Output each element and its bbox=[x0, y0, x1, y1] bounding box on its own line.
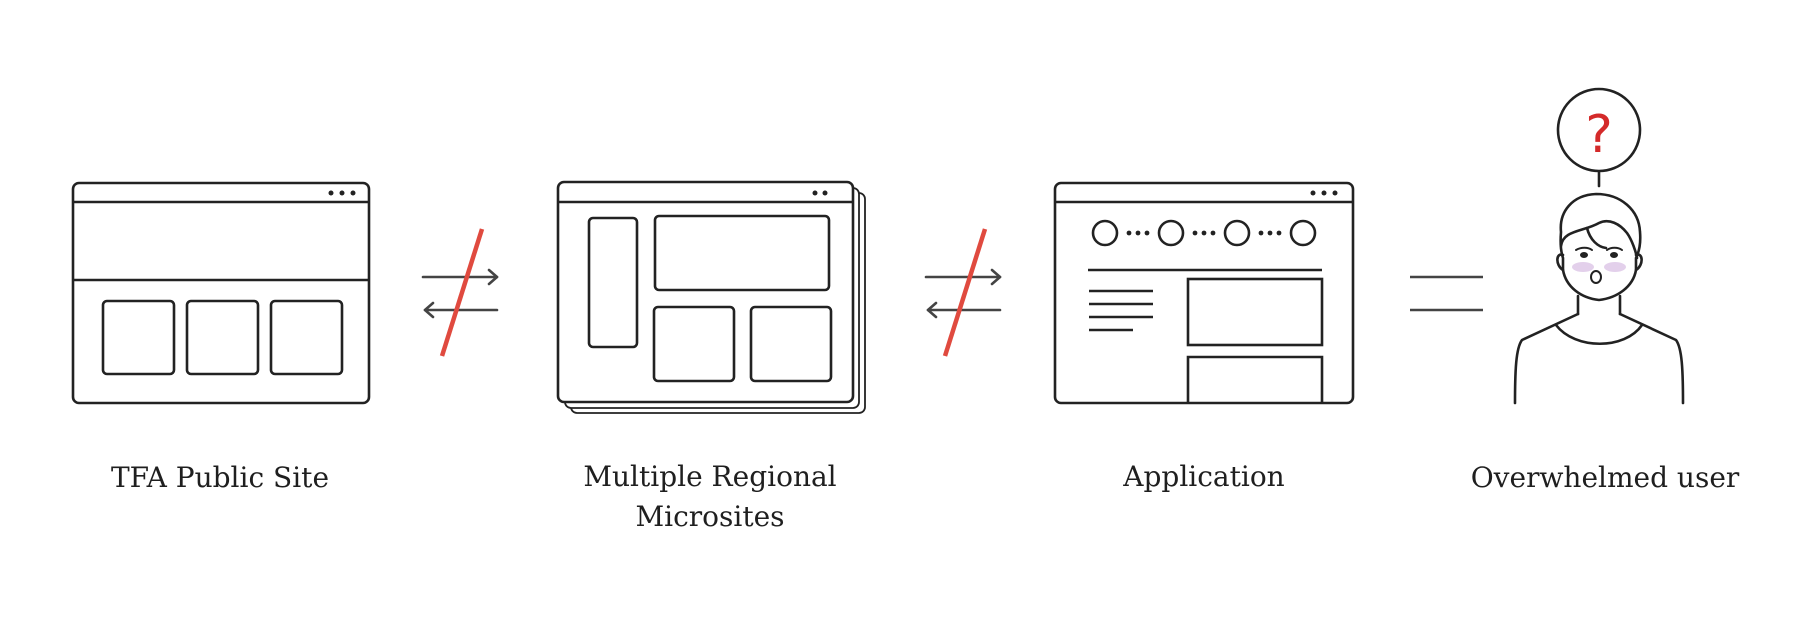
caption-microsites: Multiple Regional Microsites bbox=[560, 457, 860, 537]
caption-microsites-line2: Microsites bbox=[635, 500, 785, 533]
caption-application: Application bbox=[1054, 457, 1354, 497]
question-mark-text: ? bbox=[1585, 105, 1613, 165]
caption-application-text: Application bbox=[1123, 460, 1285, 493]
not-equivalent-arrows-icon bbox=[421, 228, 499, 357]
caption-user: Overwhelmed user bbox=[1445, 458, 1765, 498]
stacked-browser-windows-icon bbox=[556, 180, 866, 414]
caption-user-text: Overwhelmed user bbox=[1470, 461, 1740, 494]
caption-microsites-line1: Multiple Regional bbox=[583, 460, 837, 493]
not-equivalent-arrows-icon bbox=[924, 228, 1002, 357]
browser-window-icon bbox=[71, 181, 371, 405]
equals-icon bbox=[1410, 275, 1483, 312]
caption-public-site-text: TFA Public Site bbox=[110, 461, 330, 494]
confused-user-icon bbox=[1513, 87, 1685, 405]
application-window-icon bbox=[1053, 181, 1355, 405]
caption-public-site: TFA Public Site bbox=[70, 458, 370, 498]
